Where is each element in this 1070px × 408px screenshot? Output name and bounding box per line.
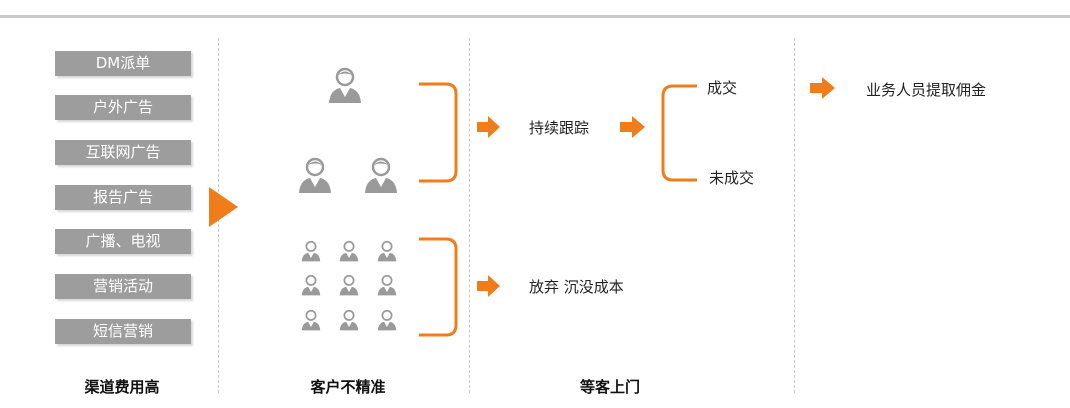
follow-up-arrow-icon — [477, 116, 500, 138]
channel-chip-internet: 互联网广告 — [55, 140, 191, 165]
top-group-bracket — [419, 82, 458, 183]
person-icon — [329, 67, 361, 103]
small-person-icon — [377, 309, 397, 331]
commission-label: 业务人员提取佣金 — [866, 81, 987, 99]
small-person-icon — [339, 309, 359, 331]
channel-chip-outdoor: 户外广告 — [55, 95, 191, 120]
small-person-icon — [301, 240, 321, 262]
channel-chip-sms: 短信营销 — [55, 319, 191, 344]
channel-chip-events: 营销活动 — [55, 274, 191, 299]
give-up-label: 放弃 沉没成本 — [529, 278, 624, 296]
deal-label: 成交 — [707, 79, 738, 97]
column-divider-3 — [794, 38, 795, 393]
channel-chip-report: 报告广告 — [55, 185, 191, 210]
small-person-icon — [377, 274, 397, 296]
waiting-footer: 等客上门 — [579, 378, 640, 396]
customers-footer: 客户不精准 — [310, 378, 386, 396]
small-person-icon — [301, 309, 321, 331]
split-arrow-icon — [620, 116, 645, 138]
channels-footer: 渠道费用高 — [84, 378, 160, 396]
follow-up-label: 持续跟踪 — [529, 119, 590, 137]
channel-chip-dm: DM派单 — [55, 51, 191, 76]
small-person-icon — [377, 240, 397, 262]
person-icon — [365, 157, 397, 193]
top-divider — [0, 15, 1070, 18]
small-person-icon — [339, 240, 359, 262]
give-up-arrow-icon — [477, 275, 500, 297]
outcome-bracket — [661, 84, 697, 182]
column-divider-2 — [469, 38, 470, 393]
person-icon — [299, 157, 331, 193]
no-deal-label: 未成交 — [709, 169, 755, 187]
commission-arrow-icon — [810, 77, 835, 99]
channels-to-customers-arrow — [209, 187, 238, 227]
small-person-icon — [339, 274, 359, 296]
bottom-group-bracket — [419, 237, 458, 337]
small-person-icon — [301, 274, 321, 296]
channel-chip-broadcast: 广播、电视 — [55, 229, 191, 254]
